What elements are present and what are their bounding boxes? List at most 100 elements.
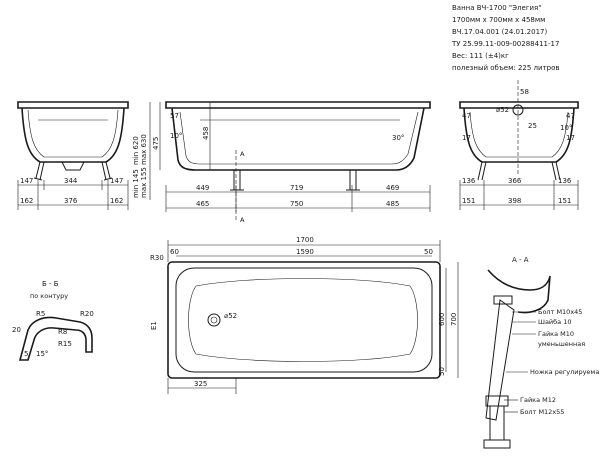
dim-1700: 1700 <box>296 236 314 244</box>
end-leg-left <box>477 161 487 181</box>
dim-162-right: 162 <box>110 197 123 205</box>
section-aa: А - А Болт М10х45 Шайба 10 Гайка М10 уме… <box>483 256 600 449</box>
section-aa-bolt-head <box>493 295 513 305</box>
side-rim <box>17 101 129 109</box>
dim-min-145: min 145 <box>132 169 140 198</box>
spec-block: Ванна ВЧ-1700 "Элегия" 1700мм x 700мм x … <box>451 4 560 72</box>
dim-max-630: max 630 <box>140 134 148 165</box>
dim-162-left: 162 <box>20 197 33 205</box>
end-body <box>463 107 575 163</box>
dim-475: 475 <box>152 137 160 150</box>
front-view: A A 57 10° 475 458 min 620 max 630 min 1… <box>132 101 431 224</box>
dim-max-155: max 155 <box>140 167 148 198</box>
dim-58: 58 <box>520 88 529 96</box>
spec-weight: Вес: 111 (±4)кг <box>452 52 509 60</box>
dim-465: 465 <box>196 200 209 208</box>
dim-147-left: 147 <box>20 177 33 185</box>
section-bb: Б - Б по контуру R5 R20 20 R8 R15 15° 5 <box>12 280 94 361</box>
dim-136-left: 136 <box>462 177 476 185</box>
dim-469: 469 <box>386 184 399 192</box>
dim-325: 325 <box>194 380 207 388</box>
dim-344: 344 <box>64 177 78 185</box>
front-section-a-bot: A <box>240 216 245 224</box>
dim-17-left: 17 <box>462 134 471 142</box>
front-section-a-top: A <box>240 150 245 158</box>
end-rim <box>459 101 579 109</box>
spec-code: ВЧ.17.04.001 (24.01.2017) <box>452 28 547 36</box>
plan-inner <box>175 267 433 373</box>
dim-d52: ⌀52 <box>496 106 509 114</box>
callout-bolt-m12: Болт М12х55 <box>520 408 564 416</box>
callout-adjustable-leg: Ножка регулируемая <box>530 368 600 376</box>
section-aa-tub-wall <box>487 269 551 314</box>
section-bb-20: 20 <box>12 326 21 334</box>
callout-washer: Шайба 10 <box>538 318 572 326</box>
section-bb-subtitle: по контуру <box>30 292 68 300</box>
dim-398: 398 <box>508 197 521 205</box>
end-view: 58 ⌀52 25 47 47 17 17 10° 136 366 136 15… <box>459 80 579 210</box>
spec-size: 1700мм x 700мм x 458мм <box>452 16 545 24</box>
dim-47-left: 47 <box>462 112 471 120</box>
section-aa-nut <box>485 395 509 407</box>
front-leg-left <box>230 170 244 191</box>
dim-50-bottom: 50 <box>438 367 446 376</box>
dim-449: 449 <box>196 184 209 192</box>
spec-title: Ванна ВЧ-1700 "Элегия" <box>452 4 541 12</box>
dim-151-left: 151 <box>462 197 475 205</box>
dim-d52-plan: ⌀52 <box>224 312 237 320</box>
dim-17-right: 17 <box>566 134 575 142</box>
side-body <box>21 107 125 163</box>
side-view: 147 344 147 162 376 162 <box>17 101 129 210</box>
dim-25: 25 <box>528 122 537 130</box>
dim-min-620: min 620 <box>132 136 140 165</box>
callout-nut-m10-reduced: уменьшенная <box>538 340 585 348</box>
plan-drain <box>207 313 221 327</box>
dim-10deg: 10° <box>170 132 182 140</box>
section-bb-5: 5 <box>24 350 28 358</box>
dim-57: 57 <box>170 112 179 120</box>
section-aa-foot <box>483 439 511 449</box>
dim-60: 60 <box>170 248 179 256</box>
front-rim <box>165 101 431 109</box>
dim-50-top: 50 <box>424 248 433 256</box>
section-bb-r20: R20 <box>80 310 94 318</box>
dim-485: 485 <box>386 200 399 208</box>
callout-bolt-m10: Болт М10х45 <box>538 308 582 316</box>
dim-600: 600 <box>438 313 446 326</box>
dim-700: 700 <box>450 313 458 326</box>
spec-volume: полезный объем: 225 литров <box>452 64 560 72</box>
dim-151-right: 151 <box>558 197 571 205</box>
dim-376: 376 <box>64 197 78 205</box>
spec-standard: ТУ 25.99.11-009-00288411-17 <box>451 40 559 48</box>
dim-147-right: 147 <box>110 177 123 185</box>
end-leg-right <box>551 161 561 181</box>
dim-10deg-end: 10° <box>560 124 572 132</box>
side-leg-right <box>101 161 113 181</box>
section-bb-r8: R8 <box>58 328 67 336</box>
section-bb-15deg: 15° <box>36 350 48 358</box>
dim-r30: R30 <box>150 254 164 262</box>
plan-view: 1700 1590 R30 60 50 ⌀52 600 700 50 325 E… <box>150 236 459 394</box>
front-leg-right <box>346 170 360 191</box>
callout-nut-m10: Гайка М10 <box>538 330 574 338</box>
dim-719: 719 <box>290 184 303 192</box>
dim-458: 458 <box>202 127 210 140</box>
section-bb-title: Б - Б <box>42 280 59 288</box>
dim-1590: 1590 <box>296 248 314 256</box>
side-leg-left <box>33 161 45 181</box>
dim-750: 750 <box>290 200 303 208</box>
section-bb-profile <box>18 316 93 361</box>
dim-47-right: 47 <box>566 112 575 120</box>
section-bb-r5: R5 <box>36 310 45 318</box>
callout-nut-m12: Гайка М12 <box>520 396 556 404</box>
plan-outer <box>167 261 441 379</box>
dim-e1: E1 <box>150 321 158 330</box>
dim-366: 366 <box>508 177 522 185</box>
front-body <box>171 107 425 171</box>
dim-30deg: 30° <box>392 134 404 142</box>
dim-136-right: 136 <box>558 177 572 185</box>
section-aa-title: А - А <box>512 256 529 264</box>
section-bb-r15: R15 <box>58 340 72 348</box>
section-aa-leg <box>485 299 515 421</box>
